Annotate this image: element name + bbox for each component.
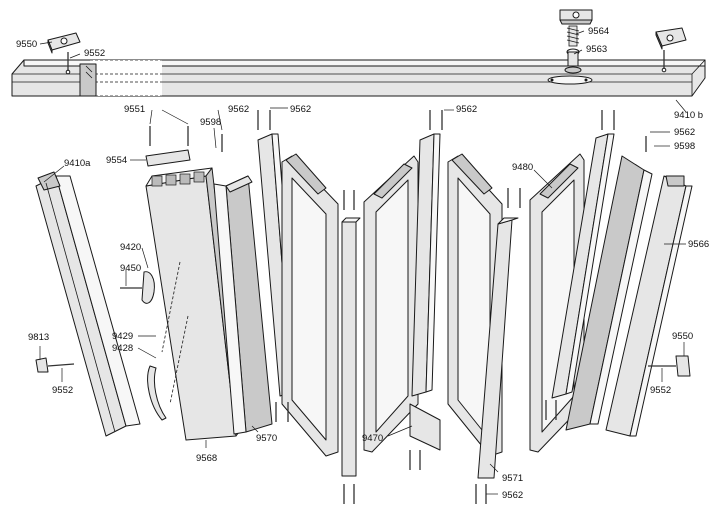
- screws-bottom: [275, 400, 557, 504]
- top-bracket-right: [655, 27, 687, 73]
- label-9410a: 9410a: [64, 158, 91, 169]
- stop-9550-right: [648, 355, 691, 377]
- label-9550: 9550: [16, 39, 37, 50]
- panel-frame-2: [363, 155, 419, 453]
- label-9550: 9550: [672, 331, 693, 342]
- label-9480: 9480: [512, 162, 533, 173]
- label-9551: 9551: [124, 104, 145, 115]
- label-9564: 9564: [588, 26, 609, 37]
- left-jamb: [35, 171, 141, 437]
- label-9562: 9562: [228, 104, 249, 115]
- label-9552: 9552: [650, 385, 671, 396]
- label-9562: 9562: [456, 104, 477, 115]
- label-9562: 9562: [290, 104, 311, 115]
- label-9554: 9554: [106, 155, 127, 166]
- label-9562: 9562: [502, 490, 523, 501]
- pivot-spring: [566, 25, 580, 47]
- label-9410b: 9410 b: [674, 110, 703, 121]
- panel-9570: [213, 175, 273, 435]
- handle-dashed-path: [161, 261, 189, 405]
- panel-center-right: [477, 217, 519, 479]
- top-bracket-center: [559, 9, 593, 25]
- label-9570: 9570: [256, 433, 277, 444]
- panel-center-left: [341, 217, 361, 477]
- label-9552: 9552: [52, 385, 73, 396]
- bracket-9554: [145, 149, 191, 167]
- top-track-rail: [11, 59, 706, 97]
- panel-strip-3: [551, 133, 615, 399]
- label-9420: 9420: [120, 242, 141, 253]
- label-9566: 9566: [688, 239, 709, 250]
- label-9552: 9552: [84, 48, 105, 59]
- label-9470: 9470: [362, 433, 383, 444]
- top-bracket-left: [47, 32, 81, 75]
- label-9428: 9428: [112, 343, 133, 354]
- label-9568: 9568: [196, 453, 217, 464]
- label-9598: 9598: [674, 141, 695, 152]
- callouts: 9550 9552 9564 9563 9410 b 9551 9562 956…: [16, 26, 709, 501]
- panel-9566-side: [565, 155, 653, 431]
- screws-top: [149, 110, 647, 210]
- pivot-pin: [564, 48, 582, 74]
- stop-9813: [35, 357, 75, 373]
- label-9450: 9450: [120, 263, 141, 274]
- handle-grip: [147, 365, 167, 421]
- right-jamb: [605, 175, 693, 437]
- label-9598: 9598: [200, 117, 221, 128]
- latch-knob: [120, 271, 155, 304]
- insert-9470: [409, 403, 441, 451]
- panel-frame-1: [281, 153, 339, 457]
- label-9563: 9563: [586, 44, 607, 55]
- label-9562: 9562: [674, 127, 695, 138]
- label-9571: 9571: [502, 473, 523, 484]
- panel-strip-2: [411, 133, 441, 397]
- label-9813: 9813: [28, 332, 49, 343]
- label-9429: 9429: [112, 331, 133, 342]
